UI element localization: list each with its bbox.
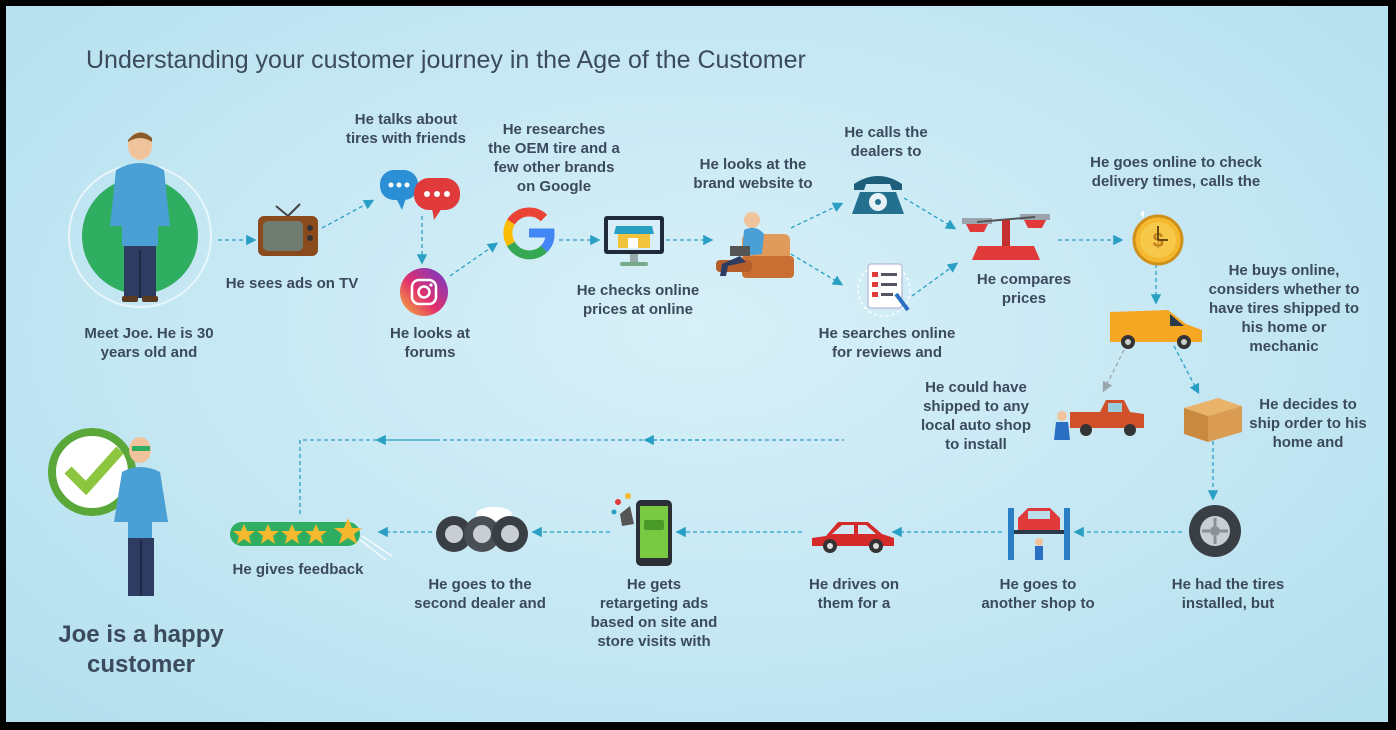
page-title: Understanding your customer journey in t… (86, 46, 806, 74)
label-delivery-times: He goes online to check delivery times, … (1090, 154, 1262, 190)
google-icon (503, 207, 555, 260)
label-calls-dealers: He calls the dealers to (844, 124, 928, 160)
label-talks-friends: He talks about tires with friends (345, 111, 467, 147)
label-drives: He drives on them for a (808, 576, 900, 612)
joe-avatar (68, 132, 212, 308)
label-buys-online: He buys online, considers whether to hav… (1208, 262, 1360, 355)
label-brand-website: He looks at the brand website to (693, 156, 813, 192)
connector-couch-reviews (790, 253, 844, 286)
label-compares-prices: He compares prices (976, 271, 1072, 307)
man-on-couch-icon (716, 212, 794, 278)
label-another-shop: He goes to another shop to (981, 576, 1095, 612)
car-lift-icon (1008, 508, 1070, 560)
red-car-icon (812, 522, 894, 553)
label-second-dealer: He goes to the second dealer and (414, 576, 546, 612)
connector-phone-scale (903, 197, 957, 230)
tow-truck-mechanic-icon (1054, 400, 1144, 440)
journey-connectors (218, 197, 1219, 538)
package-box-icon (1184, 398, 1242, 442)
label-research-google: He researches the OEM tire and a few oth… (488, 121, 620, 195)
connector-tv-chat (321, 199, 375, 229)
connector-van-box (1173, 345, 1200, 395)
tire-icon (1189, 505, 1241, 557)
price-scale-icon (962, 214, 1050, 260)
tires-stack-icon (436, 507, 528, 552)
delivery-van-icon (1110, 310, 1202, 349)
chat-bubbles-icon (380, 170, 460, 220)
connector-feedback-loop (299, 439, 844, 514)
reviews-checklist-icon (857, 263, 911, 317)
connector-instagram-google (449, 242, 499, 277)
connector-couch-phone (790, 202, 844, 229)
label-forums: He looks at forums (389, 325, 471, 361)
instagram-icon (400, 268, 448, 316)
happy-joe-icon (48, 428, 168, 596)
infographic-panel: Understanding your customer journey in t… (6, 6, 1388, 722)
label-search-reviews: He searches online for reviews and (818, 325, 956, 361)
label-ads-tv: He sees ads on TV (225, 275, 359, 292)
happy-customer-heading: Joe is a happy customer (58, 621, 224, 678)
telephone-icon (852, 176, 904, 214)
label-meet-joe: Meet Joe. He is 30 years old and (84, 325, 214, 361)
rating-stars-icon (230, 518, 393, 561)
connector-reviews-scale (911, 262, 959, 297)
clock-dollar-icon: $ (1132, 210, 1184, 266)
label-feedback: He gives feedback (232, 561, 364, 578)
online-store-icon (604, 216, 664, 266)
label-tires-installed: He had the tires installed, but (1171, 576, 1285, 612)
retargeting-phone-icon (611, 493, 672, 566)
tv-icon (258, 203, 318, 256)
label-check-prices: He checks online prices at online (576, 282, 700, 318)
label-retargeting: He gets retargeting ads based on site an… (590, 576, 718, 650)
connector-van-truck (1102, 349, 1125, 393)
label-ship-home: He decides to ship order to his home and (1249, 396, 1367, 451)
label-local-shop: He could have shipped to any local auto … (920, 379, 1031, 453)
